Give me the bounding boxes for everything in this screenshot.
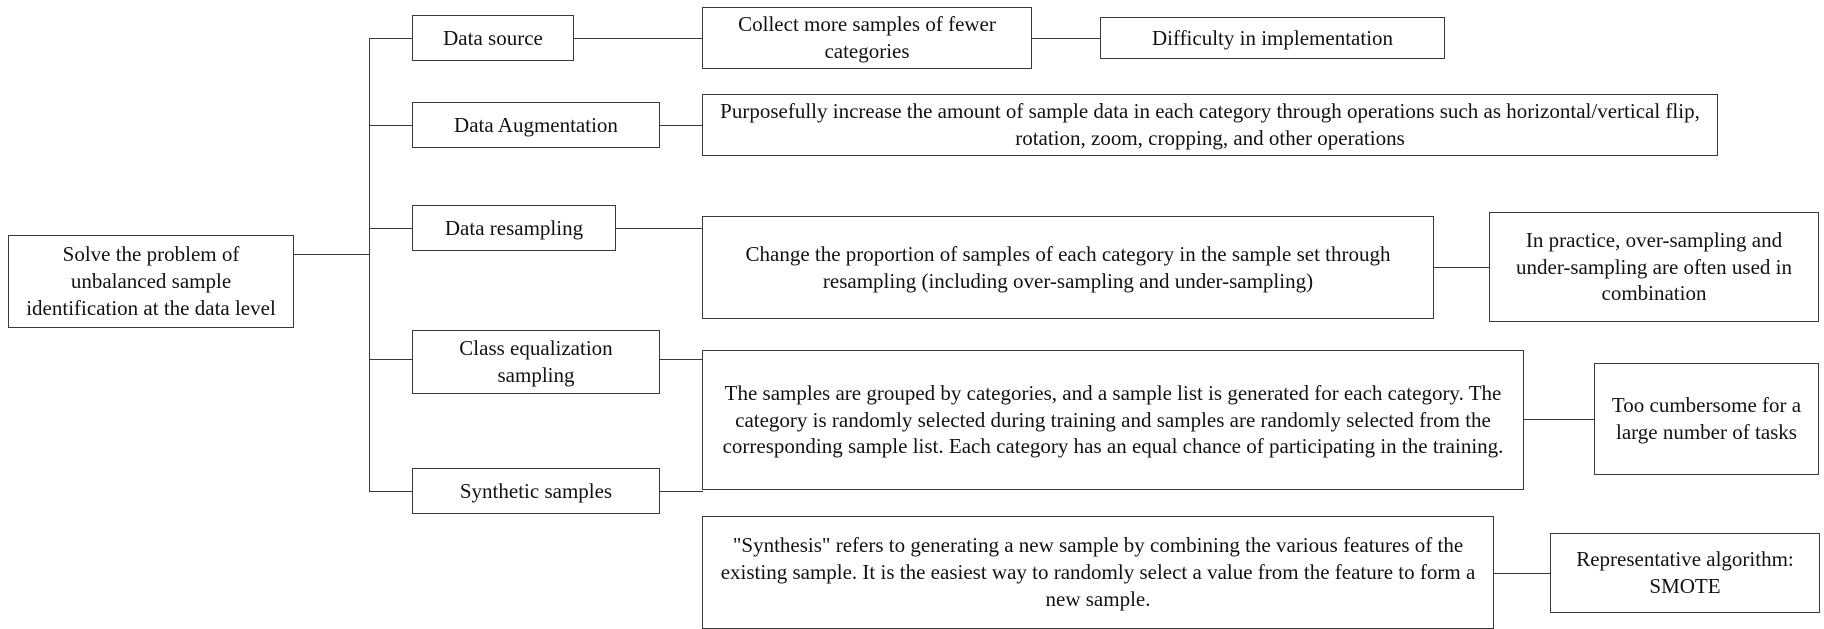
branch-node-synthetic-samples-label: Synthetic samples <box>459 478 613 503</box>
branch-node-class-equalization-sampling-label: Class equalization sampling <box>459 336 613 387</box>
detail-node-class-equalization-sampling-text: The samples are grouped by categories, a… <box>722 380 1504 459</box>
root-node[interactable]: Solve the problem of unbalanced sample i… <box>8 235 294 328</box>
branch-node-data-source[interactable]: Data source <box>412 15 574 61</box>
connector-branch-4-to-detail <box>659 359 703 360</box>
connector-spine-to-branch-4 <box>369 359 414 360</box>
branch-node-synthetic-samples[interactable]: Synthetic samples <box>412 468 660 514</box>
branch-node-data-source-label: Data source <box>443 25 543 50</box>
branch-node-class-equalization-sampling[interactable]: Class equalization sampling <box>412 330 660 394</box>
detail-node-class-equalization-sampling[interactable]: The samples are grouped by categories, a… <box>702 350 1524 490</box>
connector-spine-to-branch-1 <box>369 38 414 39</box>
connector-branch-1-to-detail <box>573 38 703 39</box>
leaf-node-class-equalization-sampling-text: Too cumbersome for a large number of tas… <box>1611 393 1802 444</box>
branch-node-data-resampling-label: Data resampling <box>444 215 584 240</box>
leaf-node-data-resampling[interactable]: In practice, over-sampling and under-sam… <box>1489 212 1819 322</box>
connector-root-to-spine <box>294 254 369 255</box>
connector-spine <box>369 38 370 492</box>
branch-node-data-augmentation[interactable]: Data Augmentation <box>412 102 660 148</box>
connector-spine-to-branch-2 <box>369 125 414 126</box>
detail-node-data-augmentation[interactable]: Purposefully increase the amount of samp… <box>702 94 1718 156</box>
connector-branch-3-to-detail <box>615 228 703 229</box>
detail-node-synthetic-samples[interactable]: "Synthesis" refers to generating a new s… <box>702 516 1494 629</box>
leaf-node-data-resampling-text: In practice, over-sampling and under-sam… <box>1516 227 1792 306</box>
leaf-node-data-source[interactable]: Difficulty in implementation <box>1100 17 1445 59</box>
branch-node-data-resampling[interactable]: Data resampling <box>412 205 616 251</box>
leaf-node-class-equalization-sampling[interactable]: Too cumbersome for a large number of tas… <box>1594 363 1819 475</box>
leaf-node-synthetic-samples-text: Representative algorithm: SMOTE <box>1576 547 1794 598</box>
root-node-label: Solve the problem of unbalanced sample i… <box>26 242 276 320</box>
connector-spine-to-branch-3 <box>369 228 414 229</box>
branch-node-data-augmentation-label: Data Augmentation <box>454 112 618 137</box>
connector-spine-to-branch-5 <box>369 491 414 492</box>
detail-node-data-augmentation-text: Purposefully increase the amount of samp… <box>720 99 1700 150</box>
detail-node-data-source[interactable]: Collect more samples of fewer categories <box>702 7 1032 69</box>
connector-detail-1-to-leaf <box>1031 38 1101 39</box>
connector-detail-4-to-leaf <box>1524 419 1594 420</box>
leaf-node-data-source-text: Difficulty in implementation <box>1151 25 1394 50</box>
connector-branch-2-to-detail <box>659 125 703 126</box>
detail-node-data-resampling-text: Change the proportion of samples of each… <box>745 241 1391 293</box>
connector-detail-3-to-leaf <box>1434 267 1489 268</box>
connector-branch-5-to-detail <box>659 491 703 492</box>
leaf-node-synthetic-samples[interactable]: Representative algorithm: SMOTE <box>1550 533 1820 613</box>
connector-detail-5-to-leaf <box>1494 573 1550 574</box>
detail-node-synthetic-samples-text: "Synthesis" refers to generating a new s… <box>720 533 1476 611</box>
detail-node-data-source-text: Collect more samples of fewer categories <box>738 12 996 63</box>
detail-node-data-resampling[interactable]: Change the proportion of samples of each… <box>702 216 1434 319</box>
